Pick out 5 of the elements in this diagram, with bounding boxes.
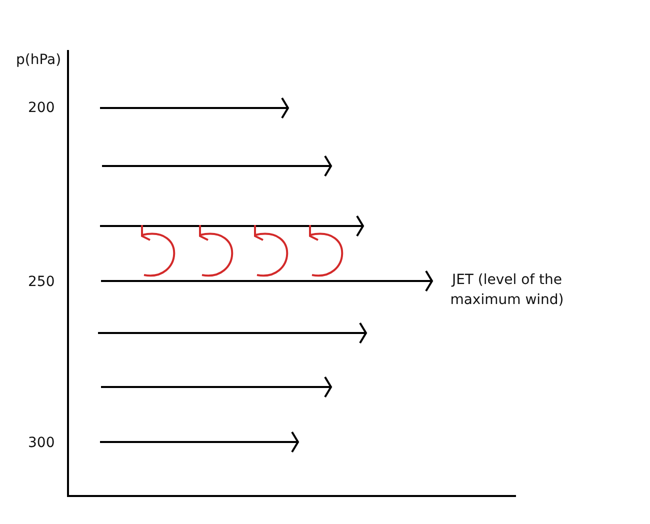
annotation: JET (level of the maximum wind)	[449, 271, 565, 310]
tick-label: 250	[28, 273, 55, 292]
axis-title: p(hPa)	[16, 51, 62, 70]
tick-label: 300	[28, 434, 55, 453]
tick-label: 200	[28, 99, 55, 118]
